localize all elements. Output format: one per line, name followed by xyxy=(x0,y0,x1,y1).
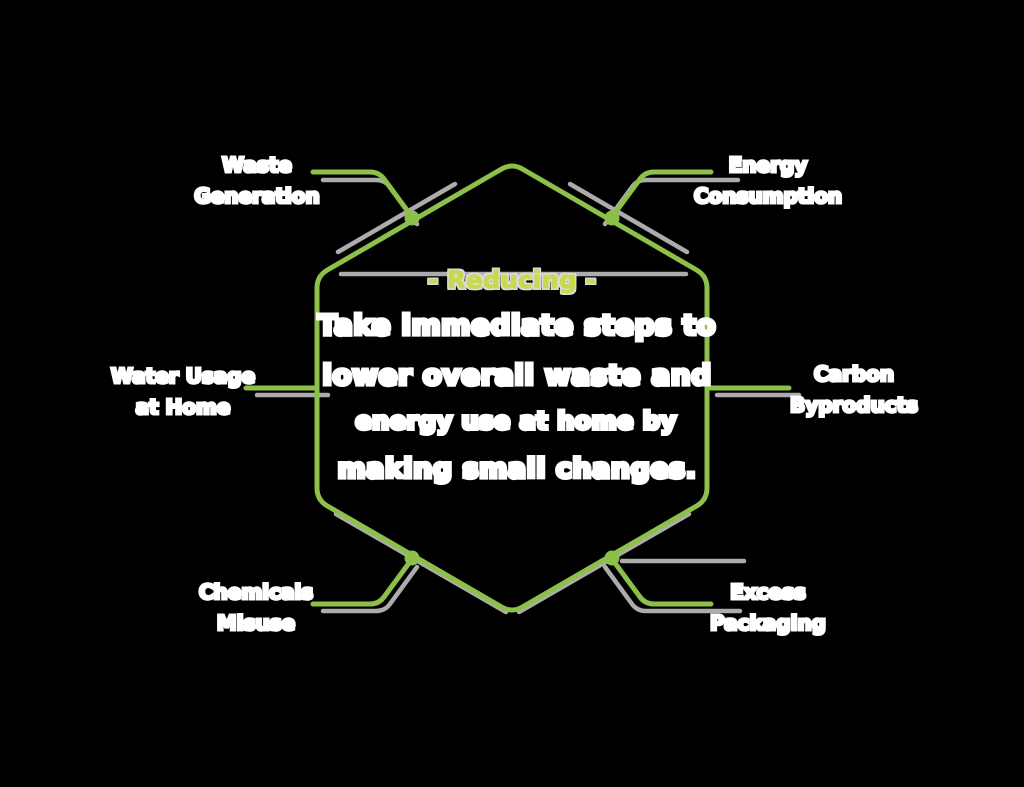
label-bottom-left: Chemicals Misuse xyxy=(197,577,314,639)
label-top-left-line-1: Waste xyxy=(221,152,294,179)
center-text-line-3: energy use at home by xyxy=(353,405,678,437)
gray-lower-right-shadow xyxy=(516,511,692,615)
connector-bottom-right xyxy=(609,556,714,607)
label-bottom-right-line-1: Excess xyxy=(729,579,808,606)
center-text-line-4: making small changes. xyxy=(336,452,698,487)
label-bottom-left-line-1: Chemicals xyxy=(197,579,314,606)
connector-top-left xyxy=(310,169,415,220)
junction-dot xyxy=(604,550,620,566)
connector-bottom-left xyxy=(310,556,415,607)
label-right: Carbon Byproducts xyxy=(788,359,919,421)
label-bottom-right-line-2: Packaging xyxy=(709,610,828,637)
gray-upper-left-shadow xyxy=(335,181,458,255)
label-left-line-1: Water Usage xyxy=(109,363,256,390)
label-top-right-line-2: Consumption xyxy=(692,183,843,210)
junction-dot xyxy=(404,210,420,226)
label-top-left: Waste Generation xyxy=(193,150,322,212)
label-top-right: Energy Consumption xyxy=(692,150,843,212)
center-title: - Reducing - xyxy=(427,266,597,295)
label-right-line-2: Byproducts xyxy=(788,392,919,419)
gray-connector-shadow-bottom-right xyxy=(602,564,743,614)
hexagon-outline xyxy=(314,163,710,613)
connector-top-right xyxy=(609,169,714,220)
label-left: Water Usage at Home xyxy=(109,361,256,423)
center-text-line-1: Take immediate steps to xyxy=(316,307,718,344)
junction-dot xyxy=(604,210,620,226)
center-text-line-2: lower overall waste and xyxy=(320,357,713,394)
label-top-right-line-1: Energy xyxy=(727,152,809,179)
label-top-left-line-2: Generation xyxy=(193,183,322,210)
junction-dot xyxy=(404,550,420,566)
label-right-line-1: Carbon xyxy=(812,361,895,388)
label-left-line-2: at Home xyxy=(134,394,232,421)
gray-connector-shadow-bottom-left xyxy=(320,564,420,614)
label-bottom-left-line-2: Misuse xyxy=(215,610,296,637)
gray-upper-right-shadow xyxy=(567,181,690,255)
label-bottom-right: Excess Packaging xyxy=(709,577,828,639)
